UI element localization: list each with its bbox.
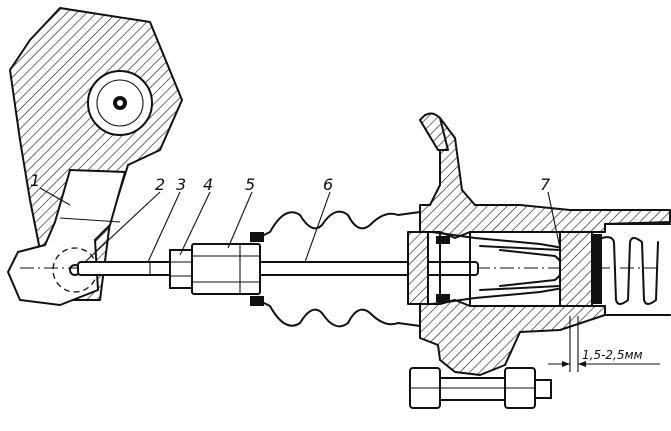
adjusting-sleeve <box>191 243 261 295</box>
clutch-fork-lever <box>6 7 183 307</box>
callout-5: 5 <box>245 175 255 194</box>
rubber-boot <box>250 210 421 328</box>
callout-6: 6 <box>323 175 333 194</box>
callout-1: 1 <box>30 171 40 190</box>
cylinder-housing <box>407 112 671 376</box>
callout-3: 3 <box>176 175 186 194</box>
clearance-dimension-label: 1,5-2,5мм <box>582 348 643 362</box>
piston <box>479 231 593 307</box>
mounting-bolts <box>409 367 552 409</box>
callout-4: 4 <box>203 175 213 194</box>
callout-2: 2 <box>155 175 165 194</box>
callout-7: 7 <box>540 175 551 194</box>
callout-labels: 1 2 3 4 5 6 7 <box>30 171 551 194</box>
clearance-dimension: 1,5-2,5мм <box>548 316 660 372</box>
lock-nut <box>169 249 193 289</box>
return-spring <box>592 223 671 316</box>
leader-lines <box>39 187 561 263</box>
